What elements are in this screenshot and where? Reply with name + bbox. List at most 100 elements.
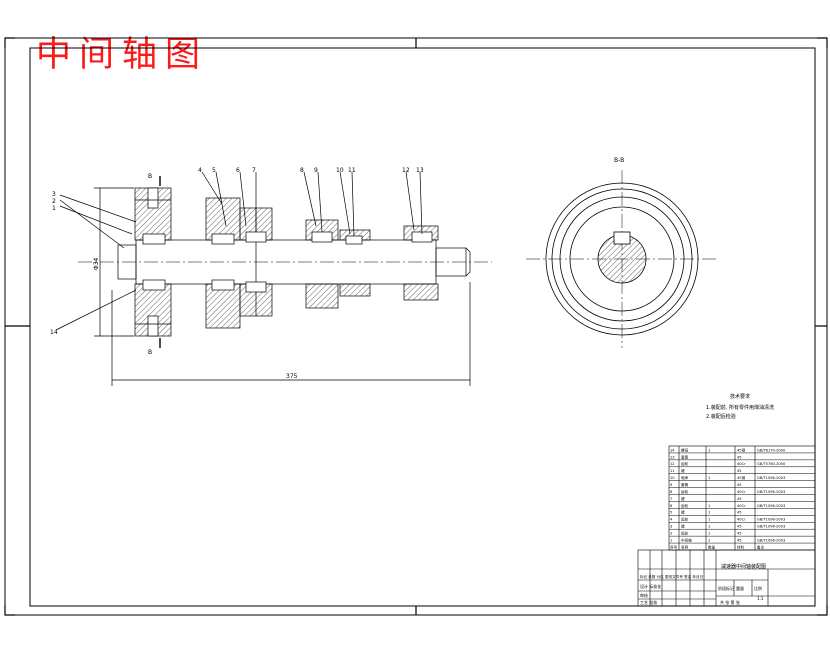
section-view-b-b	[526, 170, 716, 348]
balloon-4: 4	[198, 167, 202, 174]
parts-list-cell: 45	[737, 455, 742, 459]
centring-marks	[5, 38, 827, 615]
balloon-8: 8	[300, 167, 304, 174]
parts-list-cell: 螺母	[681, 447, 689, 452]
title-block-sheet: 共 张 第 张	[720, 599, 740, 605]
parts-list-cell: 齿轮	[681, 461, 689, 466]
parts-list-cell: 齿轮	[681, 503, 689, 508]
balloon-5: 5	[212, 167, 216, 174]
parts-list-cell: 45	[737, 538, 742, 542]
sleeve-10-11	[339, 229, 371, 297]
parts-list-cell: 45	[737, 497, 742, 501]
parts-list-cell: 材料	[737, 544, 745, 549]
parts-list-cell: 40Cr	[737, 462, 746, 466]
parts-list-cell: 8	[670, 490, 673, 494]
parts-list-cell: 1	[670, 538, 672, 542]
parts-list-cell: 1	[708, 518, 710, 522]
parts-list-cell: 45钢	[737, 475, 746, 480]
parts-list-cell: GB/T6170-2000	[757, 448, 786, 452]
parts-list-cell: 备注	[757, 544, 765, 549]
title-block-row-label-3: 审核	[640, 592, 648, 598]
parts-list-cell: 1	[708, 511, 710, 515]
balloon-12: 12	[402, 167, 410, 174]
parts-list-cell: 4	[670, 518, 673, 522]
parts-list-cell: 齿轮	[681, 517, 689, 522]
parts-list-cell: 键	[681, 524, 685, 529]
parts-list-cell: 40Cr	[737, 518, 746, 522]
inner-drawing-border	[29, 47, 816, 607]
parts-list-cell: GB/T1096-2003	[757, 538, 785, 542]
shaft-assembly-view	[55, 171, 492, 386]
parts-list-cell: 1	[708, 476, 710, 480]
parts-list-cell: 40Cr	[737, 504, 746, 508]
section-mark-top: B	[148, 173, 152, 180]
section-view-label: B-B	[614, 157, 624, 164]
dimension-diameter: Φ34	[93, 257, 100, 270]
bearing-8-9	[305, 219, 339, 309]
title-block-drawing-name: 减速器中间轴装配图	[721, 563, 766, 570]
title-block-row-label-4: 工艺 批准	[640, 599, 657, 605]
gear-outer-circle	[545, 182, 699, 336]
gear-6-7	[239, 207, 273, 317]
balloon-7: 7	[252, 167, 256, 174]
balloon-1: 1	[52, 205, 56, 212]
parts-list-cell: 12	[670, 462, 675, 466]
tech-note-line-2: 2.装配后检验	[706, 413, 736, 420]
parts-list-cell: 3	[670, 525, 672, 529]
parts-list-cell: 1	[708, 538, 710, 542]
parts-list-cell: 45	[737, 469, 742, 473]
outer-sheet-border	[4, 37, 828, 616]
parts-list-cell: 45	[737, 532, 742, 536]
gear-tip-circle	[551, 188, 693, 330]
gear-pitch-circle	[559, 196, 685, 322]
parts-list-cell: 齿轮	[681, 531, 689, 536]
dimension-overall-length: 375	[286, 373, 298, 380]
title-block-weight: 重量	[736, 585, 744, 591]
parts-list-cell: 数量	[708, 544, 716, 549]
gear-4-5	[205, 197, 241, 329]
drawing-stamp-title: 中间轴图	[36, 35, 209, 75]
title-block-scale-value: 1:1	[757, 596, 764, 601]
parts-list-cell: 40Cr	[737, 490, 746, 494]
balloon-14: 14	[50, 329, 58, 336]
parts-list-cell: 键	[681, 510, 685, 515]
parts-list-cell: GB/T5780-2000	[757, 462, 786, 466]
parts-list-cell: 套筒	[681, 454, 689, 459]
parts-list-cell: 14	[670, 448, 675, 452]
parts-list-cell: 轴承	[681, 475, 689, 480]
parts-list-cell: GB/T1096-2003	[757, 476, 785, 480]
parts-list-cell: 10	[670, 476, 675, 480]
parts-list-cell: 11	[670, 469, 675, 473]
balloon-11: 11	[348, 167, 356, 174]
parts-list-cell: 9	[670, 483, 673, 487]
parts-list-cell: 45	[737, 511, 742, 515]
parts-list-cell: 键	[681, 468, 685, 473]
parts-list-cell: 5	[670, 511, 672, 515]
parts-list-cell: 键	[681, 496, 685, 501]
title-block-row-label-2: 设计 标准化	[640, 583, 661, 589]
balloon-2: 2	[52, 198, 56, 205]
parts-list-cell: 6	[670, 504, 673, 508]
parts-list-cell: 序号	[670, 544, 678, 549]
title-block-scale-label: 比例	[754, 585, 762, 591]
parts-list-cell: GB/T1096-2003	[757, 490, 785, 494]
parts-list-cell: 齿轮	[681, 489, 689, 494]
balloon-13: 13	[416, 167, 424, 174]
hub-circle	[569, 206, 675, 312]
keyway	[613, 231, 631, 245]
part-balloons: 3 2 1 4 5 6 7 8 9 10 11 12 13 14 B B	[50, 167, 424, 356]
parts-list-cell: 13	[670, 455, 675, 459]
corner-marks	[4, 37, 828, 616]
parts-list-cell: 1	[708, 532, 710, 536]
parts-list-cell: 2	[670, 532, 672, 536]
parts-list-cell: 7	[670, 497, 672, 501]
title-block-stage-mark: 阶段标记	[718, 585, 734, 591]
parts-list-cell: GB/T1096-2003	[757, 525, 785, 529]
tech-notes-title: 技术要求	[730, 393, 750, 400]
balloon-10: 10	[336, 167, 344, 174]
shaft-right-journal	[435, 247, 467, 277]
title-block	[637, 549, 816, 607]
gear-12-13	[403, 225, 439, 301]
